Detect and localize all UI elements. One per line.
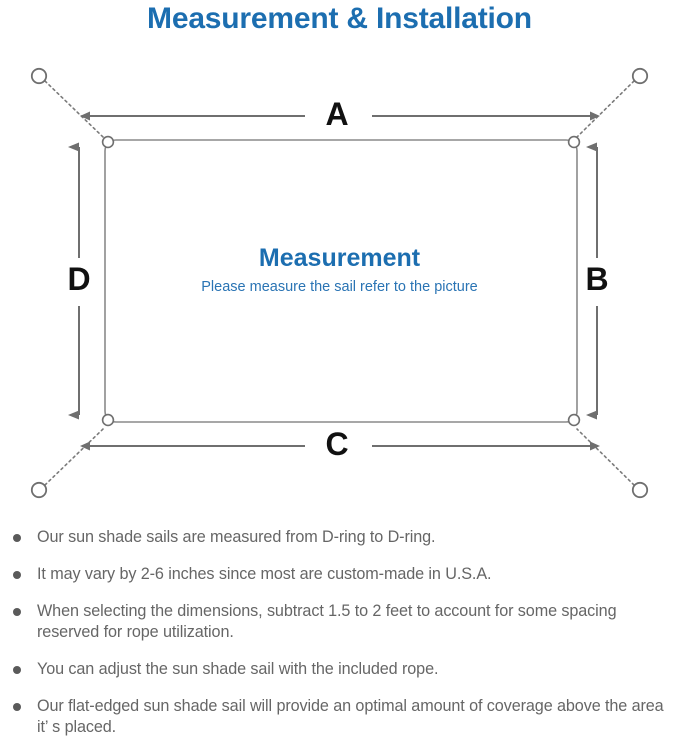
- bullet-icon: [13, 534, 21, 542]
- dimension-label-d: D: [62, 262, 96, 296]
- sail-label-main: Measurement: [258, 244, 421, 272]
- anchor-point-top-right: [631, 67, 649, 85]
- anchor-point-top-left: [30, 67, 48, 85]
- d-ring-top-right: [567, 135, 581, 149]
- list-item: You can adjust the sun shade sail with t…: [10, 659, 675, 680]
- notes-list: Our sun shade sails are measured from D-…: [10, 527, 675, 738]
- shade-sail-body: [104, 139, 578, 423]
- note-text: It may vary by 2-6 inches since most are…: [37, 565, 492, 583]
- sail-label-sub: Please measure the sail refer to the pic…: [201, 279, 478, 295]
- bullet-icon: [13, 571, 21, 579]
- d-rings: [101, 135, 581, 427]
- list-item: Our flat-edged sun shade sail will provi…: [10, 696, 675, 738]
- bullet-icon: [13, 608, 21, 616]
- note-text: You can adjust the sun shade sail with t…: [37, 660, 439, 678]
- sail-diagram-svg: [30, 67, 649, 499]
- rope-bottom-left: [44, 428, 104, 486]
- note-text: Our flat-edged sun shade sail will provi…: [37, 697, 664, 736]
- anchor-point-bottom-right: [631, 481, 649, 499]
- page-title: Measurement & Installation: [147, 2, 532, 35]
- rope-top-left: [44, 80, 104, 138]
- list-item: It may vary by 2-6 inches since most are…: [10, 564, 675, 585]
- anchor-points: [30, 67, 649, 499]
- dimension-arrows: [68, 111, 600, 451]
- anchor-point-bottom-left: [30, 481, 48, 499]
- d-ring-bottom-left: [101, 413, 115, 427]
- rope-lines: [44, 80, 635, 486]
- sail-diagram: [0, 48, 679, 518]
- dimension-label-b: B: [580, 262, 614, 296]
- list-item: Our sun shade sails are measured from D-…: [10, 527, 675, 548]
- dimension-label-c: C: [311, 427, 363, 461]
- note-text: When selecting the dimensions, subtract …: [37, 602, 617, 641]
- dimension-label-a: A: [311, 97, 363, 131]
- bullet-icon: [13, 703, 21, 711]
- rope-top-right: [576, 80, 635, 138]
- d-ring-top-left: [101, 135, 115, 149]
- note-text: Our sun shade sails are measured from D-…: [37, 528, 436, 546]
- rope-bottom-right: [576, 428, 635, 486]
- list-item: When selecting the dimensions, subtract …: [10, 601, 675, 643]
- d-ring-bottom-right: [567, 413, 581, 427]
- bullet-icon: [13, 666, 21, 674]
